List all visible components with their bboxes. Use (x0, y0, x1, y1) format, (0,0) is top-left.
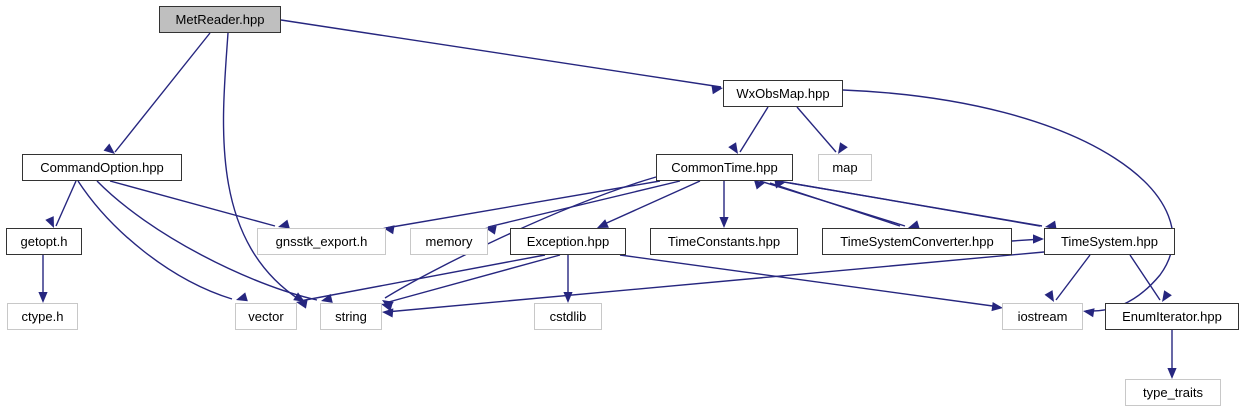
node-label-timeconstants: TimeConstants.hpp (667, 234, 781, 249)
node-getopt[interactable]: getopt.h (6, 228, 82, 255)
node-wxobsmap[interactable]: WxObsMap.hpp (723, 80, 843, 107)
arrowhead-timesystem-to-string (382, 308, 394, 318)
node-label-gnsstk_export: gnsstk_export.h (275, 234, 368, 249)
arrowhead-metreader-to-wxobsmap (711, 85, 723, 95)
node-label-vector: vector (248, 309, 284, 324)
arrowhead-timesystem-to-iostream (1044, 290, 1054, 302)
edge-commandoption-to-vector (77, 180, 233, 300)
node-label-map: map (832, 160, 858, 175)
arrowhead-timesystemconverter-to-timesystem (1033, 234, 1044, 244)
edge-timesystemconverter-to-commontime (769, 182, 901, 227)
arrowhead-commontime-to-memory (485, 225, 497, 235)
arrowhead-commandoption-to-string (321, 293, 333, 303)
node-commandoption[interactable]: CommandOption.hpp (22, 154, 182, 181)
arrowhead-commandoption-to-getopt (45, 216, 54, 228)
arrowhead-wxobsmap-to-map (838, 142, 848, 154)
node-label-getopt: getopt.h (20, 234, 68, 249)
arrowhead-commontime-to-exception (597, 219, 609, 228)
arrowhead-wxobsmap-to-commontime (728, 142, 738, 154)
edge-commontime-to-memory (487, 180, 681, 228)
arrowhead-commontime-to-timesystemconverter (908, 220, 920, 230)
arrowhead-commandoption-to-gnsstk_export (278, 219, 290, 229)
edge-commandoption-to-getopt (55, 180, 77, 227)
edge-commandoption-to-gnsstk_export (109, 180, 276, 227)
arrowhead-exception-to-string (381, 302, 393, 312)
arrowhead-exception-to-iostream (991, 302, 1003, 312)
arrowhead-timesystemconverter-to-commontime (754, 180, 766, 190)
node-string[interactable]: string (320, 303, 382, 330)
arrowhead-wxobsmap-to-iostream (1083, 308, 1095, 318)
node-label-exception: Exception.hpp (526, 234, 610, 249)
node-memory[interactable]: memory (410, 228, 488, 255)
edge-exception-to-string (384, 254, 561, 304)
node-timesystemconverter[interactable]: TimeSystemConverter.hpp (822, 228, 1012, 255)
edge-metreader-to-commandoption (114, 32, 211, 153)
arrowhead-commandoption-to-vector (236, 292, 248, 302)
node-timesystem[interactable]: TimeSystem.hpp (1044, 228, 1175, 255)
edge-wxobsmap-to-map (796, 106, 837, 153)
node-map[interactable]: map (818, 154, 872, 181)
node-label-commandoption: CommandOption.hpp (40, 160, 164, 175)
edge-commontime-to-exception (599, 180, 701, 227)
node-gnsstk_export[interactable]: gnsstk_export.h (257, 228, 386, 255)
arrowhead-commontime-to-gnsstk_export (383, 225, 395, 235)
edge-metreader-to-wxobsmap (280, 19, 722, 88)
node-label-timesystem: TimeSystem.hpp (1060, 234, 1159, 249)
edge-timesystem-to-string (385, 251, 1045, 313)
node-label-timesystemconverter: TimeSystemConverter.hpp (840, 234, 994, 249)
node-cstdlib[interactable]: cstdlib (534, 303, 602, 330)
node-commontime[interactable]: CommonTime.hpp (656, 154, 793, 181)
arrowhead-exception-to-vector (296, 299, 308, 309)
arrowhead-timesystem-to-enumiterator (1162, 290, 1172, 302)
node-enumiterator[interactable]: EnumIterator.hpp (1105, 303, 1239, 330)
node-ctype[interactable]: ctype.h (7, 303, 78, 330)
arrowhead-metreader-to-commandoption (103, 143, 115, 154)
node-label-iostream: iostream (1017, 309, 1068, 324)
node-vector[interactable]: vector (235, 303, 297, 330)
node-label-wxobsmap: WxObsMap.hpp (736, 86, 830, 101)
edge-exception-to-vector (299, 254, 546, 302)
edge-wxobsmap-to-commontime (739, 106, 769, 153)
node-type_traits[interactable]: type_traits (1125, 379, 1221, 406)
node-label-ctype: ctype.h (21, 309, 64, 324)
edge-exception-to-iostream (619, 254, 1001, 308)
node-label-string: string (335, 309, 367, 324)
arrowhead-exception-to-cstdlib (563, 291, 573, 303)
edge-commontime-to-string (384, 176, 657, 299)
edge-timesystem-to-commontime (789, 182, 1041, 227)
node-label-metreader: MetReader.hpp (175, 12, 265, 27)
edge-metreader-to-string (222, 32, 301, 301)
arrowhead-metreader-to-string (293, 292, 305, 302)
node-label-type_traits: type_traits (1143, 385, 1203, 400)
node-iostream[interactable]: iostream (1002, 303, 1083, 330)
node-label-commontime: CommonTime.hpp (671, 160, 778, 175)
arrowhead-commontime-to-timeconstants (719, 216, 729, 228)
node-label-cstdlib: cstdlib (549, 309, 587, 324)
edge-timesystem-to-iostream (1055, 254, 1091, 301)
arrowhead-enumiterator-to-type_traits (1167, 367, 1177, 379)
edge-timesystem-to-enumiterator (1129, 254, 1161, 301)
node-timeconstants[interactable]: TimeConstants.hpp (650, 228, 798, 255)
node-label-enumiterator: EnumIterator.hpp (1122, 309, 1222, 324)
arrowhead-timesystem-to-commontime (774, 179, 786, 189)
edge-commandoption-to-string (96, 180, 318, 301)
edge-commontime-to-gnsstk_export (385, 180, 661, 229)
node-metreader[interactable]: MetReader.hpp (159, 6, 281, 33)
arrowhead-getopt-to-ctype (38, 291, 48, 303)
node-label-memory: memory (425, 234, 473, 249)
arrowhead-commontime-to-timesystem (1045, 220, 1057, 230)
node-exception[interactable]: Exception.hpp (510, 228, 626, 255)
